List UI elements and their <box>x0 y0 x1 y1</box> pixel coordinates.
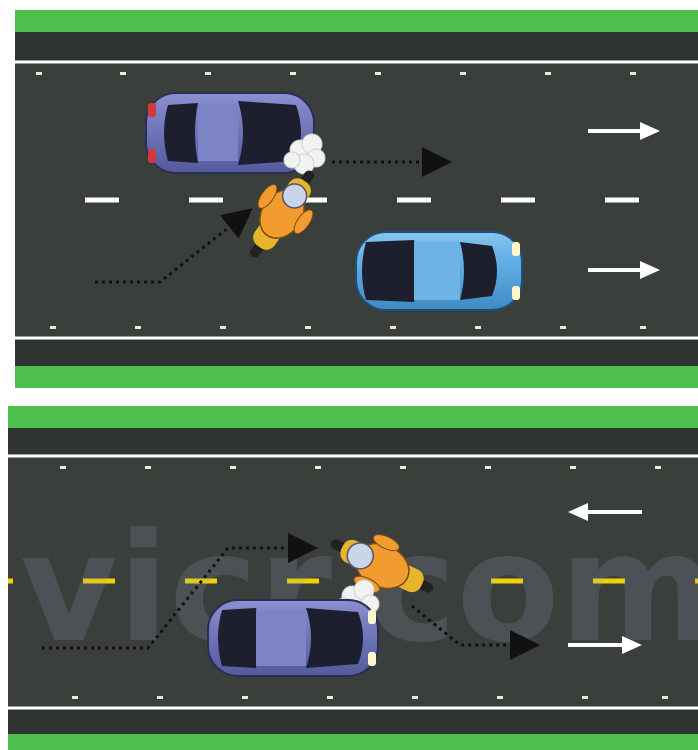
panel-2: vicr.com <box>8 406 698 750</box>
shoulder-bottom <box>15 340 698 366</box>
car-icon <box>208 600 378 676</box>
panel-1 <box>15 10 698 388</box>
grass-bottom <box>8 734 698 750</box>
shoulder-top <box>8 428 698 454</box>
grass-bottom <box>15 366 698 388</box>
shoulder-bottom <box>8 710 698 734</box>
grass-top <box>15 10 698 32</box>
shoulder-top <box>15 32 698 60</box>
grass-top <box>8 406 698 428</box>
car-icon <box>356 232 522 310</box>
